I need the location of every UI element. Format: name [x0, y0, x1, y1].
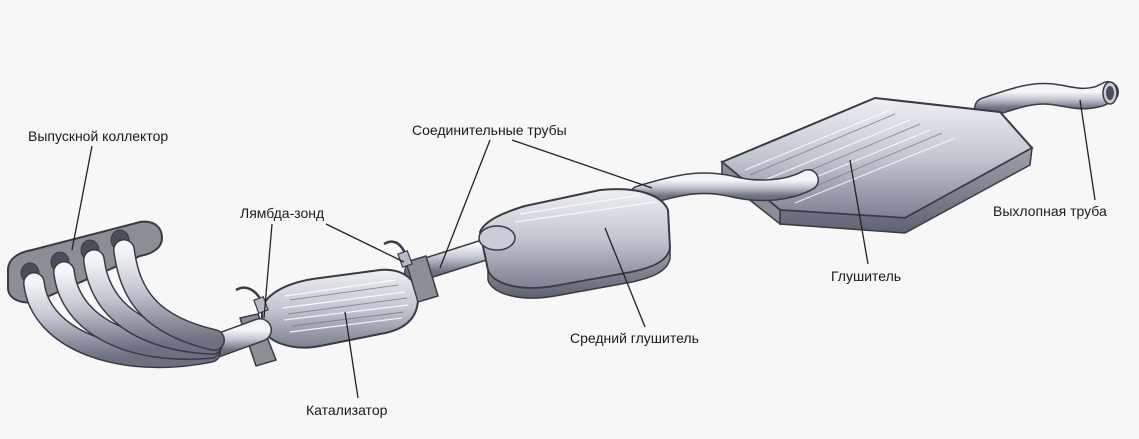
- leader-muffler: [849, 159, 869, 265]
- connecting-pipe-rear: [629, 169, 819, 207]
- label-connecting-pipes: Соединительные трубы: [412, 122, 567, 138]
- leader-lines: [71, 99, 1096, 399]
- exhaust-manifold: [7, 220, 225, 369]
- label-middle-muffler: Средний глушитель: [570, 330, 699, 346]
- label-muffler: Глушитель: [831, 268, 902, 284]
- leader-tailpipe: [1079, 99, 1096, 201]
- label-lambda-sensor: Лямбда-зонд: [240, 205, 325, 221]
- leader-lambda-rear: [325, 223, 405, 263]
- leader-pipe-front: [439, 139, 491, 269]
- leader-lambda-front: [263, 223, 273, 319]
- leader-manifold: [71, 145, 93, 251]
- catalytic-converter: [261, 268, 420, 349]
- leader-mid-muffler: [604, 227, 646, 328]
- label-catalyst: Катализатор: [306, 402, 388, 418]
- main-muffler: [720, 96, 1034, 234]
- leader-catalyst: [344, 311, 359, 399]
- tailpipe: [974, 81, 1119, 119]
- label-tailpipe: Выхлопная труба: [993, 203, 1107, 219]
- label-exhaust-manifold: Выпускной коллектор: [28, 128, 169, 144]
- leader-pipe-rear: [511, 139, 653, 189]
- lambda-sensors: [235, 240, 413, 315]
- middle-muffler: [478, 188, 672, 299]
